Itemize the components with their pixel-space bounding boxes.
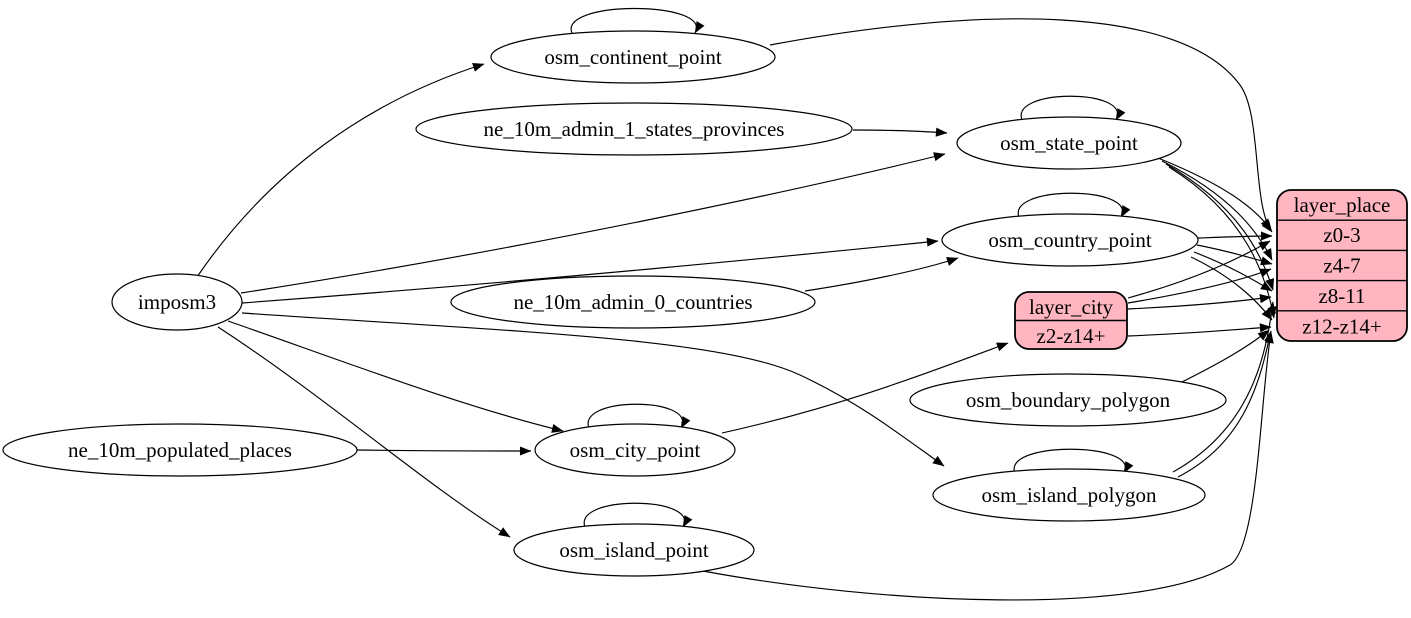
layer-place-row-z12-z14: z12-z14+ (1302, 315, 1381, 339)
node-layer-city: layer_city z2-z14+ (1014, 291, 1128, 350)
osm-country-point-ellipse (941, 213, 1199, 267)
edges-layer (196, 7, 1277, 601)
ne-10m-populated-places-label: ne_10m_populated_places (68, 438, 292, 462)
edge-osm_country_point-layer_place-z12-z14 (1190, 256, 1273, 321)
node-ne-10m-admin-1-states-provinces: ne_10m_admin_1_states_provinces (415, 102, 853, 156)
edge-osm_island_polygon-layer_place-z12-z14 (1177, 330, 1274, 478)
edge-self-osm_state_point (1020, 95, 1126, 123)
node-osm-country-point: osm_country_point (941, 213, 1199, 267)
osm-island-point-label: osm_island_point (559, 538, 709, 562)
edge-layer_city-layer_place-z12-z14 (1127, 323, 1272, 337)
edge-osm_country_point-layer_place-z0-3 (1197, 231, 1273, 241)
osm-city-point-label: osm_city_point (570, 438, 701, 462)
osm-island-polygon-ellipse (932, 468, 1206, 522)
edge-imposm3-osm_country_point (241, 237, 939, 304)
edge-osm_city_point-layer_city-z2-z14 (721, 342, 1009, 434)
edge-imposm3-osm_state_point (240, 152, 946, 294)
edge-imposm3-osm_continent_point (196, 62, 485, 278)
osm-continent-point-ellipse (490, 30, 776, 84)
osm-city-point-ellipse (534, 423, 736, 477)
osm-state-point-label: osm_state_point (1000, 131, 1138, 155)
edge-osm_country_point-layer_place-z4-7 (1196, 244, 1273, 266)
edge-osm_boundary_polygon-layer_place-z12-z14 (1179, 329, 1270, 384)
layer-place-row-z0-3: z0-3 (1323, 223, 1360, 247)
edge-layer_city-layer_place-z0-3 (1127, 240, 1271, 299)
edge-osm_state_point-layer_place-z0-3 (1157, 157, 1272, 231)
ne-10m-admin-0-countries-label: ne_10m_admin_0_countries (513, 290, 752, 314)
osm-island-point-ellipse (513, 523, 755, 577)
node-osm-continent-point: osm_continent_point (490, 30, 776, 84)
edge-imposm3-osm_island_polygon (241, 312, 945, 467)
node-osm-island-point: osm_island_point (513, 523, 755, 577)
ne-10m-admin-0-countries-ellipse (450, 275, 816, 329)
osm-country-point-label: osm_country_point (988, 228, 1151, 252)
layer-place-row-z8-11: z8-11 (1318, 284, 1365, 308)
node-osm-island-polygon: osm_island_polygon (932, 468, 1206, 522)
edge-ne_10m_populated_places-osm_city_point (356, 446, 532, 456)
edge-layer_city-layer_place-z4-7 (1127, 268, 1272, 304)
osm-boundary-polygon-label: osm_boundary_polygon (966, 388, 1171, 412)
layer-place-title: layer_place (1294, 193, 1391, 217)
ne-10m-admin-1-states-provinces-ellipse (415, 102, 853, 156)
layer-city-row-z2-z14: z2-z14+ (1037, 324, 1106, 348)
node-ne-10m-admin-0-countries: ne_10m_admin_0_countries (450, 275, 816, 329)
osm-state-point-ellipse (956, 116, 1182, 170)
node-osm-city-point: osm_city_point (534, 423, 736, 477)
node-ne-10m-populated-places: ne_10m_populated_places (2, 423, 358, 477)
node-imposm3: imposm3 (111, 273, 243, 331)
node-layer-place: layer_place z0-3 z4-7 z8-11 z12-z14+ (1276, 189, 1408, 342)
layer-place-row-z4-7: z4-7 (1323, 254, 1360, 278)
edge-self-osm_country_point (1017, 192, 1131, 220)
osm-island-polygon-label: osm_island_polygon (981, 483, 1157, 507)
layer-city-title: layer_city (1029, 295, 1113, 319)
edge-ne_10m_admin_1_states_provinces-osm_state_point (852, 127, 948, 137)
edge-ne_10m_admin_0_countries-osm_country_point (804, 257, 959, 292)
edge-self-osm_city_point (587, 403, 691, 431)
edge-imposm3-osm_island_point (217, 326, 511, 538)
osm-continent-point-label: osm_continent_point (544, 45, 721, 69)
edge-osm_island_point-layer_place-z12-z14 (702, 331, 1274, 601)
edge-osm_island_polygon-layer_place-z8-11 (1172, 301, 1277, 473)
edge-imposm3-osm_city_point (227, 320, 564, 433)
edge-self-osm_island_point (583, 502, 693, 530)
imposm3-ellipse (111, 273, 243, 331)
edge-osm_continent_point-layer_place-z0-3 (769, 18, 1273, 233)
edge-layer_city-layer_place-z8-11 (1127, 294, 1272, 310)
edge-self-osm_continent_point (570, 7, 705, 36)
ne-10m-populated-places-ellipse (2, 423, 358, 477)
node-osm-boundary-polygon: osm_boundary_polygon (909, 373, 1227, 427)
ne-10m-admin-1-states-provinces-label: ne_10m_admin_1_states_provinces (484, 117, 785, 141)
osm-boundary-polygon-ellipse (909, 373, 1227, 427)
node-osm-state-point: osm_state_point (956, 116, 1182, 170)
edge-self-osm_island_polygon (1013, 448, 1134, 476)
layer-place-box (1276, 189, 1408, 342)
imposm3-label: imposm3 (138, 290, 216, 314)
